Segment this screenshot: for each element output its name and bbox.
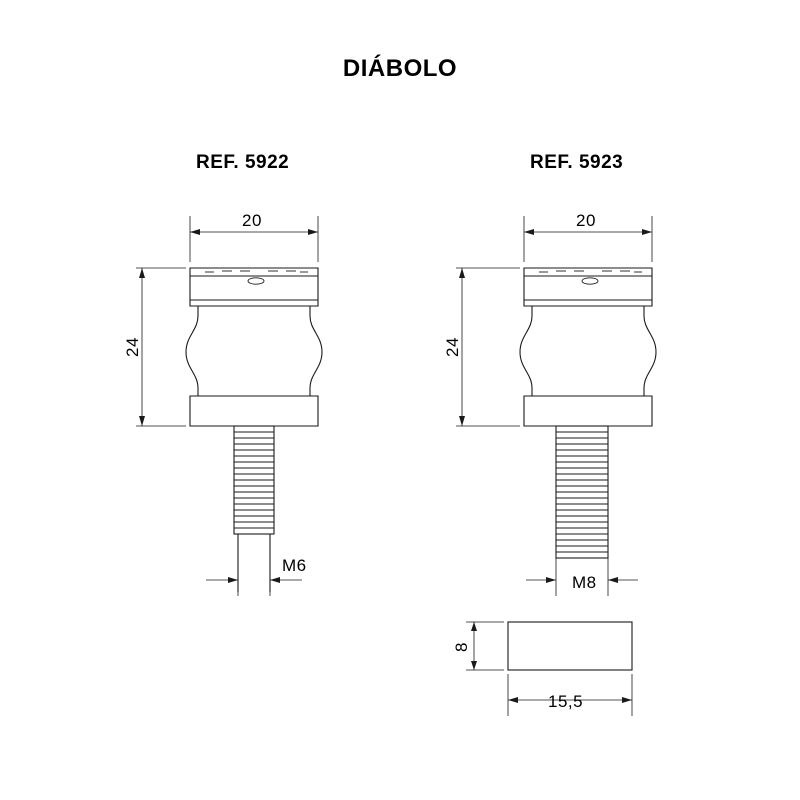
dim-spacer-height-5923: 8 <box>451 642 471 652</box>
page-title: DIÁBOLO <box>342 55 458 82</box>
part-5923-geometry <box>519 267 657 559</box>
thread-hatching-5923 <box>556 431 608 553</box>
dimensions-5923 <box>456 216 653 596</box>
ref-label-5922: REF. 5922 <box>196 152 290 173</box>
spacer-geometry-5923 <box>507 621 633 671</box>
dim-width-5923: 20 <box>576 211 596 230</box>
ref-label-5923: REF. 5923 <box>530 152 624 173</box>
dimensions-5922 <box>136 216 319 596</box>
dim-thread-5922: M6 <box>282 556 307 575</box>
part-5922-geometry <box>185 267 323 592</box>
dim-thread-5923: M8 <box>572 573 597 592</box>
dim-height-5923: 24 <box>442 337 462 357</box>
dim-width-5922: 20 <box>242 211 262 230</box>
dim-height-5922: 24 <box>122 337 142 357</box>
dim-spacer-width-5923: 15,5 <box>548 692 584 711</box>
thread-hatching-5922 <box>234 431 274 529</box>
spacer-dimensions-5923 <box>466 621 633 716</box>
